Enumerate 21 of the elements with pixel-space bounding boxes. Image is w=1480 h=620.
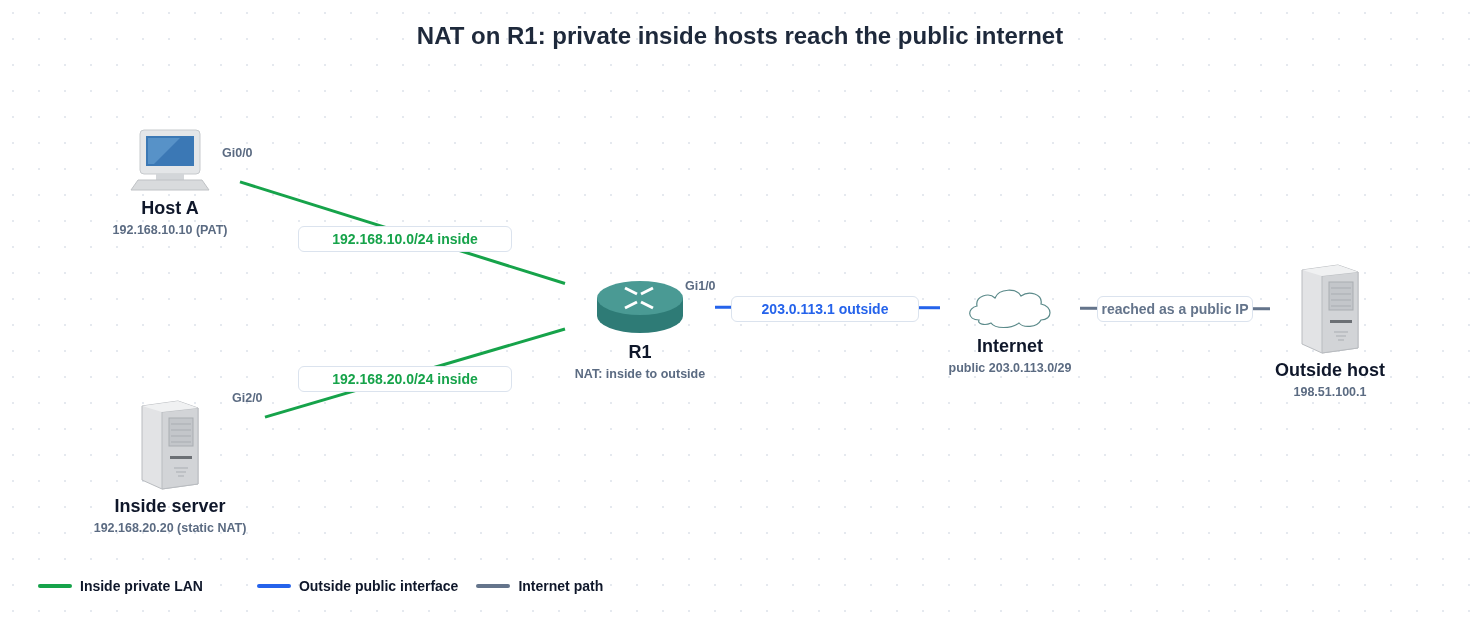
edge-label: 192.168.20.0/24 inside bbox=[298, 366, 512, 392]
legend-text: Internet path bbox=[518, 578, 604, 594]
node-title: Host A bbox=[141, 198, 199, 219]
edge-label: 203.0.113.1 outside bbox=[731, 296, 919, 322]
legend-text: Inside private LAN bbox=[80, 578, 203, 594]
legend-text: Outside public interface bbox=[298, 578, 459, 594]
node-subtitle: 198.51.100.1 bbox=[1293, 385, 1367, 399]
node-subtitle: public 203.0.113.0/29 bbox=[948, 361, 1072, 375]
edge-label: 192.168.10.0/24 inside bbox=[298, 226, 512, 252]
interface-label: Gi0/0 bbox=[222, 146, 253, 160]
node-subtitle: 192.168.10.10 (PAT) bbox=[112, 223, 228, 237]
node-subtitle: 192.168.20.20 (static NAT) bbox=[93, 521, 247, 535]
node-title: R1 bbox=[628, 342, 652, 363]
node-title: Outside host bbox=[1275, 360, 1385, 381]
node-title: Inside server bbox=[114, 496, 226, 517]
interface-label: Gi2/0 bbox=[232, 391, 263, 405]
edge-label: reached as a public IP bbox=[1097, 296, 1253, 322]
interface-label: Gi1/0 bbox=[685, 279, 716, 293]
node-title: Internet bbox=[977, 336, 1043, 357]
diagram-title: NAT on R1: private inside hosts reach the public internet bbox=[415, 22, 1065, 50]
node-subtitle: NAT: inside to outside bbox=[574, 367, 706, 381]
